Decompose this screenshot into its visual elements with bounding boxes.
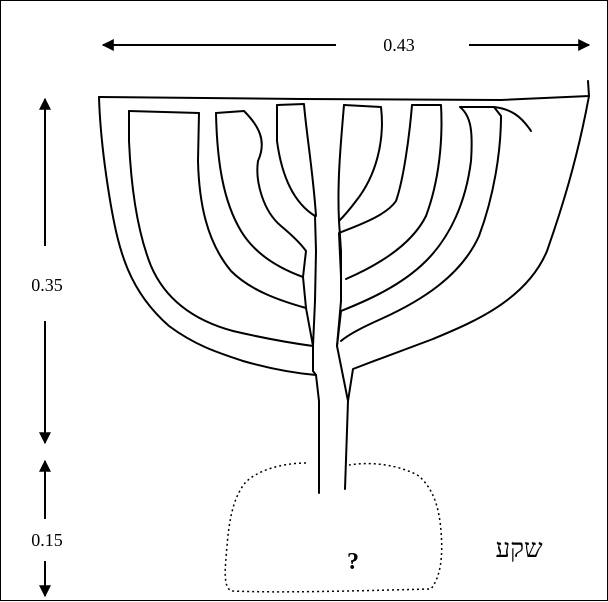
width-label: 0.43 [383,35,415,55]
lower-height-label: 0.15 [31,530,63,550]
base-outline [224,462,443,593]
base-question-mark: ? [347,549,359,575]
hebrew-label: שקע [495,534,543,563]
menorah-outline [98,80,590,494]
upper-height-label: 0.35 [31,275,63,295]
